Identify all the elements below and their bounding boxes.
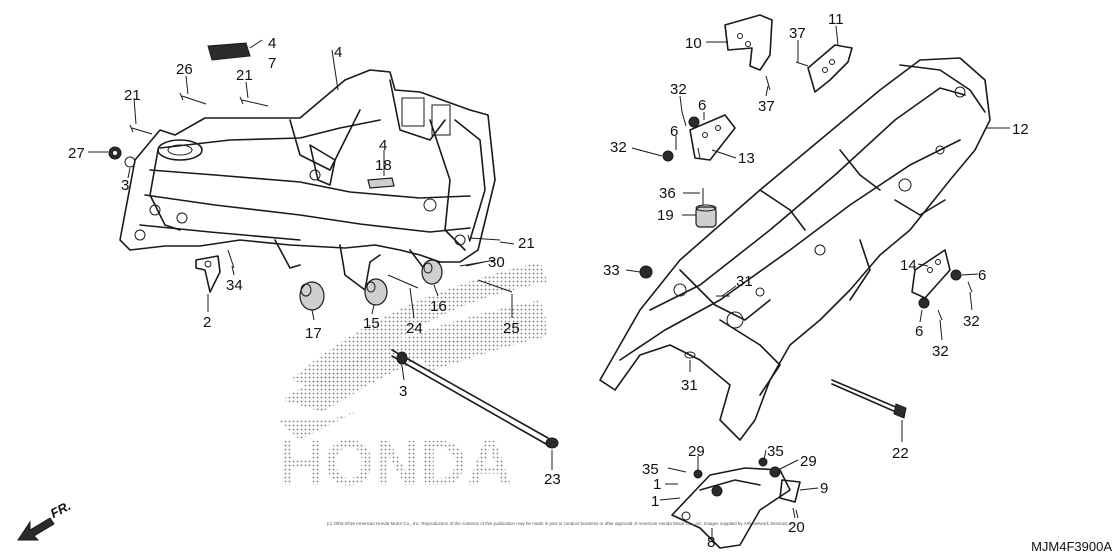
rear-cover-8 — [671, 457, 801, 549]
callout-7: 7 — [268, 55, 276, 72]
bolt-22 — [831, 379, 907, 419]
callout-13: 13 — [738, 150, 755, 167]
callout-21: 21 — [518, 235, 535, 252]
bracket-14 — [911, 249, 951, 299]
callout-35: 35 — [767, 443, 784, 460]
honda-wing-watermark: HONDA — [278, 262, 548, 499]
callout-3: 3 — [399, 383, 407, 400]
callout-32: 32 — [932, 343, 949, 360]
callout-4: 4 — [334, 44, 342, 61]
callout-1: 1 — [651, 493, 659, 510]
collar-19 — [695, 204, 717, 228]
callout-4: 4 — [268, 35, 276, 52]
callout-36: 36 — [659, 185, 676, 202]
callout-29: 29 — [800, 453, 817, 470]
rubber-pad-7 — [207, 42, 251, 61]
diagram-code: MJM4F3900A — [1031, 539, 1112, 554]
nuts-right — [639, 116, 962, 309]
copyright-notice: (c) 2003-2018 American Honda Motor Co., … — [326, 521, 798, 526]
callout-8: 8 — [707, 534, 715, 551]
callout-35: 35 — [642, 461, 659, 478]
callout-17: 17 — [305, 325, 322, 342]
callout-6: 6 — [915, 323, 923, 340]
callout-30: 30 — [488, 254, 505, 271]
callout-11: 11 — [828, 11, 844, 28]
callout-24: 24 — [406, 320, 423, 337]
callout-33: 33 — [603, 262, 620, 279]
leader-lines — [88, 25, 1010, 540]
callout-12: 12 — [1012, 121, 1029, 138]
collar-16 — [421, 259, 443, 285]
rear-frame-body — [599, 57, 991, 441]
shaft-23 — [391, 349, 559, 449]
callout-21: 21 — [124, 87, 141, 104]
callout-2: 2 — [203, 314, 211, 331]
callout-19: 19 — [657, 207, 674, 224]
callout-1: 1 — [653, 476, 661, 493]
collar-17 — [299, 281, 325, 311]
bracket-10 — [724, 14, 773, 71]
callout-16: 16 — [430, 298, 447, 315]
callout-37: 37 — [789, 25, 806, 42]
callout-22: 22 — [892, 445, 909, 462]
callout-numbers: 4 7 4 26 21 21 27 3 4 18 21 30 34 2 17 1… — [68, 11, 1029, 551]
rubber-pad-18 — [367, 177, 395, 189]
bolts-left — [129, 92, 513, 293]
bolts-right — [681, 61, 973, 321]
callout-21: 21 — [236, 67, 253, 84]
callout-6: 6 — [698, 97, 706, 114]
callout-3: 3 — [121, 177, 129, 194]
callout-18: 18 — [375, 157, 392, 174]
callout-31: 31 — [736, 273, 753, 290]
callout-27: 27 — [68, 145, 85, 162]
bracket-13 — [689, 114, 736, 161]
callout-32: 32 — [963, 313, 980, 330]
washer-3 — [124, 156, 136, 168]
front-direction-arrow-icon — [17, 517, 55, 541]
callout-10: 10 — [685, 35, 702, 52]
callout-15: 15 — [363, 315, 380, 332]
main-frame-body — [119, 69, 496, 291]
washer-27 — [108, 146, 122, 160]
callout-34: 34 — [226, 277, 243, 294]
callout-32: 32 — [610, 139, 627, 156]
callout-6: 6 — [670, 123, 678, 140]
callout-6: 6 — [978, 267, 986, 284]
bracket-2 — [195, 255, 221, 293]
callout-9: 9 — [820, 480, 828, 497]
plug-31 — [684, 351, 696, 359]
callout-4: 4 — [379, 137, 387, 154]
callout-25: 25 — [503, 320, 520, 337]
callout-23: 23 — [544, 471, 561, 488]
callout-29: 29 — [688, 443, 705, 460]
callout-20: 20 — [788, 519, 805, 536]
honda-watermark-text: HONDA — [278, 427, 513, 499]
collar-15 — [364, 278, 388, 306]
callout-32: 32 — [670, 81, 687, 98]
callout-37: 37 — [758, 98, 775, 115]
callout-26: 26 — [176, 61, 193, 78]
bracket-11 — [807, 44, 853, 93]
callout-31: 31 — [681, 377, 698, 394]
callout-14: 14 — [900, 257, 917, 274]
